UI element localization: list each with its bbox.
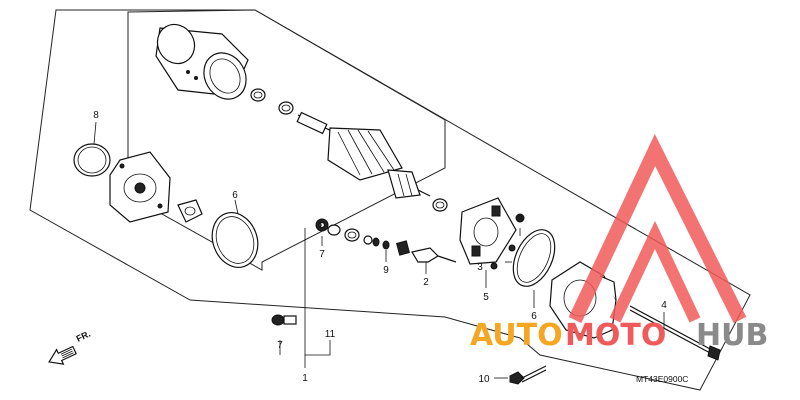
o-ring [211,212,259,268]
callout-5: 5 [483,292,489,303]
callout-4: 4 [661,300,667,311]
watermark-triangle-inner-icon [609,220,701,323]
front-cover [109,151,171,223]
o-ring [512,229,556,287]
assembly-outline [29,9,751,391]
watermark-hub: HUB [696,318,768,353]
o-ring [73,143,111,177]
callout-9: 9 [383,265,389,276]
watermark-auto: AUTO [470,318,563,353]
watermark-moto: MOTO [565,318,666,353]
callout-11: 11 [325,329,336,340]
washer [432,198,448,212]
screw [490,213,525,270]
washer [278,101,294,115]
motor-case [155,23,249,100]
long-bolt [629,305,721,361]
brush-holder [459,197,517,265]
leader-lines [93,121,665,379]
callout-6: 6 [531,311,537,322]
seal [177,199,203,223]
callout-6: 6 [232,190,238,201]
washer [250,88,266,102]
flange-bolt [318,223,322,227]
watermark-triangle-icon [568,133,747,324]
callout-3: 3 [517,214,523,225]
flange-bolt [271,314,297,326]
fr-label: FR. [75,329,92,344]
terminal-nut [396,240,410,256]
mounting-bolt [509,365,547,385]
callout-3: 3 [477,262,483,273]
terminal-nut [315,218,329,232]
diagram-code: MT43E0900C [636,374,688,384]
watermark-logo [568,133,747,324]
armature [296,111,431,199]
callout-2: 2 [423,277,429,288]
callout-7: 7 [319,249,325,260]
washer [327,224,390,250]
callout-10: 10 [478,374,490,385]
callout-1: 1 [302,373,308,384]
front-direction-arrow [48,345,77,365]
callout-8: 8 [93,110,99,121]
callout-7: 7 [277,340,283,351]
terminal-bolt [411,247,457,263]
